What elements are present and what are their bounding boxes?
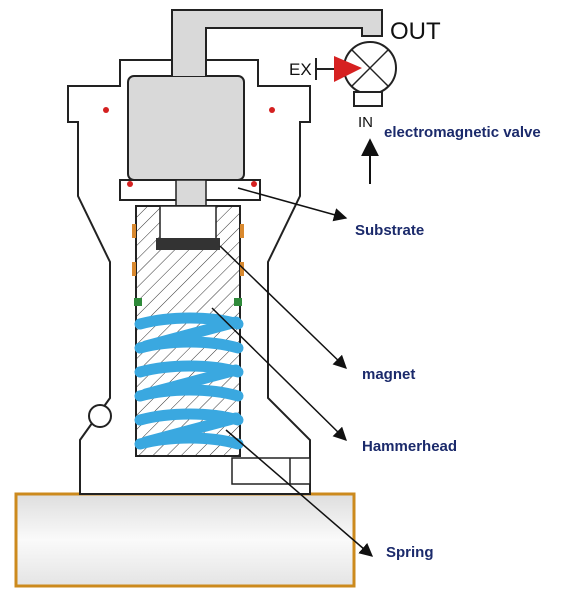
piston-head <box>127 75 245 181</box>
seal-orange <box>240 262 244 276</box>
seal-orange <box>240 224 244 238</box>
seal-dot <box>269 107 275 113</box>
magnet <box>156 238 220 250</box>
seal-orange <box>132 262 136 276</box>
label-hammerhead: Hammerhead <box>362 438 458 455</box>
leader-hammerhead <box>211 307 347 441</box>
valve-inlet <box>353 91 383 107</box>
label-ex: EX <box>289 60 312 79</box>
leader-magnet <box>219 245 347 369</box>
label-valve: electromagnetic valve <box>384 124 541 141</box>
seal-dot <box>103 107 109 113</box>
exhaust-port <box>88 404 112 428</box>
label-magnet: magnet <box>362 366 416 383</box>
label-out: OUT <box>390 18 441 45</box>
label-substrate: Substrate <box>355 222 425 239</box>
lower-bushing <box>231 457 311 485</box>
seal-green <box>134 298 142 306</box>
air-pipe <box>171 9 383 76</box>
seal-dot <box>127 181 133 187</box>
seal-orange <box>132 224 136 238</box>
seal-dot <box>251 181 257 187</box>
base-plate <box>14 492 356 588</box>
valve-arrow <box>334 56 362 82</box>
leader-spring <box>225 429 374 557</box>
leader-substrate <box>237 187 348 222</box>
label-spring: Spring <box>386 544 434 561</box>
label-in: IN <box>358 114 373 131</box>
seal-green <box>234 298 242 306</box>
spring <box>134 312 244 450</box>
